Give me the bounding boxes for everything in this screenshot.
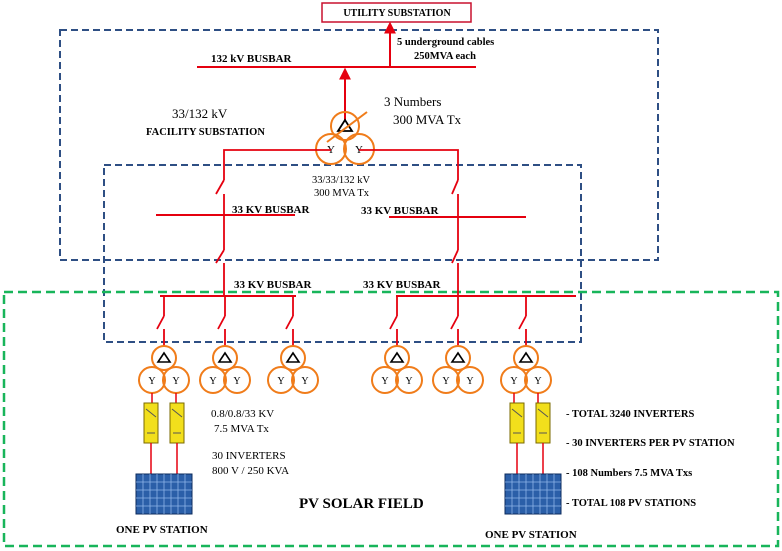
field-transformer-5 xyxy=(432,345,484,394)
field-transformer-4 xyxy=(371,345,423,394)
inverter-right-2 xyxy=(535,402,551,444)
cables-line-2: 250MVA each xyxy=(414,51,476,62)
field-transformer-6 xyxy=(500,345,552,394)
inverter-left-1 xyxy=(143,402,159,444)
facility-substation-box xyxy=(59,29,659,261)
facility-count: 3 Numbers xyxy=(384,94,441,109)
busbar-33kv-box xyxy=(103,164,582,343)
field-tx-ratio: 0.8/0.8/33 KV xyxy=(211,408,274,420)
station-label-right: ONE PV STATION xyxy=(485,529,577,541)
field-title: PV SOLAR FIELD xyxy=(299,496,424,512)
busbar-33kv-lower-left-label: 33 KV BUSBAR xyxy=(234,279,312,291)
inverter-right-1 xyxy=(509,402,525,444)
solar-panel-left xyxy=(135,473,193,515)
field-tx-rating: 7.5 MVA Tx xyxy=(214,423,269,435)
main-transformer: Y Y xyxy=(315,111,375,165)
field-transformer-3 xyxy=(267,345,319,394)
summary-item-3: - 108 Numbers 7.5 MVA Txs xyxy=(566,468,692,479)
summary-item-2: - 30 INVERTERS PER PV STATION xyxy=(566,438,735,449)
inverter-rating: 800 V / 250 KVA xyxy=(212,465,289,477)
busbar-132kv-label: 132 kV BUSBAR xyxy=(211,53,293,65)
inverter-left-2 xyxy=(169,402,185,444)
busbar-33kv-lower-right-label: 33 KV BUSBAR xyxy=(363,279,441,291)
pv-solar-field-box xyxy=(2,290,780,548)
field-transformer-1 xyxy=(138,345,190,394)
facility-name: FACILITY SUBSTATION xyxy=(146,127,265,138)
summary-item-4: - TOTAL 108 PV STATIONS xyxy=(566,498,696,509)
utility-substation-box xyxy=(321,2,472,23)
solar-panel-right xyxy=(504,473,562,515)
cables-line-1: 5 underground cables xyxy=(397,37,494,48)
utility-substation-label: UTILITY SUBSTATION xyxy=(343,8,451,19)
facility-voltage: 33/132 kV xyxy=(172,106,228,121)
busbar-33kv-upper-right-label: 33 KV BUSBAR xyxy=(361,205,439,217)
facility-rating: 300 MVA Tx xyxy=(393,112,462,127)
field-transformer-2 xyxy=(199,345,251,394)
summary-item-1: - TOTAL 3240 INVERTERS xyxy=(566,409,694,420)
main-tx-ratio: 33/33/132 kV xyxy=(312,175,370,186)
station-label-left: ONE PV STATION xyxy=(116,524,208,536)
main-tx-rating: 300 MVA Tx xyxy=(314,188,370,199)
inverter-count: 30 INVERTERS xyxy=(212,450,286,462)
main-tx-winding-left: Y xyxy=(327,144,335,156)
busbar-33kv-upper-left-label: 33 KV BUSBAR xyxy=(232,204,310,216)
